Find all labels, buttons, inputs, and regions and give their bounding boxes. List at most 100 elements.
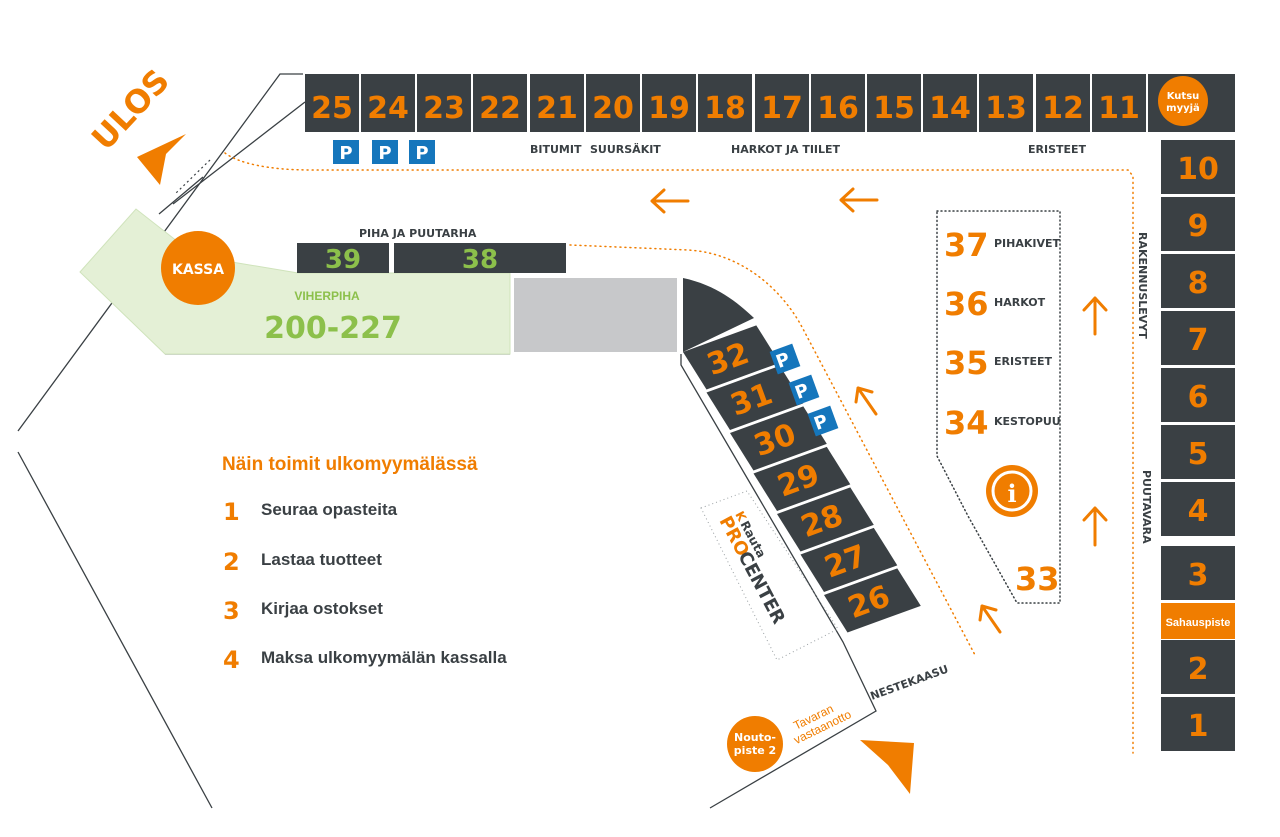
bay-17	[755, 74, 809, 132]
bay-4	[1161, 482, 1235, 536]
tavaran-vastaanotto: Tavaran vastaanotto	[791, 701, 854, 747]
bay-number: 5	[1188, 437, 1209, 472]
bay-23	[417, 74, 471, 132]
bay-number: 21	[536, 91, 578, 126]
arrow-up-diagonal	[854, 386, 878, 416]
bay-25	[305, 74, 359, 132]
bay-number: 17	[761, 91, 803, 126]
step-text: Lastaa tuotteet	[261, 550, 382, 569]
bay-36: 36	[944, 285, 989, 323]
bay-number: 1	[1188, 709, 1209, 744]
bay-number: 22	[479, 91, 521, 126]
label-nestekaasu: NESTEKAASU	[869, 663, 951, 703]
arrow-up	[1082, 296, 1108, 336]
step-text: Kirjaa ostokset	[261, 599, 383, 618]
bay-30	[730, 406, 827, 471]
bay-27	[800, 527, 898, 592]
bay-number: 8	[1188, 266, 1209, 301]
bay-number: 11	[1098, 91, 1140, 126]
bay-39: 39	[325, 245, 361, 275]
bay-29	[753, 446, 851, 511]
bay-35: 35	[944, 344, 989, 382]
kassa-point: KASSA	[161, 231, 235, 305]
step-number: 1	[223, 498, 240, 526]
label-suursakit: SUURSÄKIT	[590, 142, 661, 156]
entrance-arrow	[860, 740, 914, 794]
viherpiha-range: 200-227	[264, 311, 402, 346]
noutopiste-2: Nouto- piste 2	[727, 716, 783, 772]
bay-number: 19	[648, 91, 690, 126]
walking-path	[224, 152, 1134, 754]
step-text: Seuraa opasteita	[261, 500, 398, 519]
label-rakennuslevyt: RAKENNUSLEVYT	[1136, 232, 1149, 339]
bay-number: 20	[592, 91, 634, 126]
bay-number: 3	[1188, 558, 1209, 593]
info-icon: i	[986, 465, 1038, 517]
bay-22	[473, 74, 527, 132]
label-eristeet: ERISTEET	[1028, 143, 1087, 156]
bay-32	[683, 325, 780, 390]
label-piha-puutarha: PIHA JA PUUTARHA	[359, 227, 477, 240]
bay-2	[1161, 640, 1235, 694]
bay-26	[824, 568, 921, 633]
bay-number: 13	[985, 91, 1027, 126]
bay-number: 24	[367, 91, 409, 126]
bay-28	[777, 487, 874, 552]
bay-number: 16	[817, 91, 859, 126]
bay-33: 33	[1015, 560, 1060, 598]
bay-number: 2	[1188, 652, 1209, 687]
label-bitumit: BITUMIT	[530, 143, 582, 156]
parking-diagonal: P P P	[769, 343, 839, 437]
bay-13	[979, 74, 1033, 132]
bay-number: 10	[1177, 152, 1219, 187]
arrow-left	[839, 187, 879, 213]
noutopiste-line2: piste 2	[734, 744, 776, 757]
bay-34-label: KESTOPUU	[994, 415, 1061, 428]
sahauspiste: Sahauspiste	[1161, 603, 1235, 639]
inner-bays: 37 PIHAKIVET 36 HARKOT 35 ERISTEET 34 KESTOPUU	[944, 226, 1061, 442]
parking-sign: P	[415, 143, 428, 164]
bay-7	[1161, 311, 1235, 365]
bay-1	[1161, 697, 1235, 751]
info-symbol: i	[1007, 479, 1016, 508]
bay-20	[586, 74, 640, 132]
arrow-up-diagonal	[978, 604, 1002, 634]
bay-21	[530, 74, 584, 132]
step-number: 3	[223, 597, 240, 625]
bay-number: 25	[311, 91, 353, 126]
bay-5	[1161, 425, 1235, 479]
bay-37: 37	[944, 226, 989, 264]
label-puutavara: PUUTAVARA	[1140, 470, 1153, 544]
ulos-label: ULOS	[84, 62, 177, 158]
step-number: 4	[223, 646, 240, 674]
bay-38: 38	[462, 245, 498, 275]
bay-9	[1161, 197, 1235, 251]
bay-35-label: ERISTEET	[994, 355, 1053, 368]
parking-sign: P	[339, 143, 352, 164]
bay-36-label: HARKOT	[994, 296, 1046, 309]
arrow-left	[650, 188, 690, 214]
garden-bays: 39 38	[297, 243, 566, 275]
arrow-up	[1082, 506, 1108, 547]
bay-19	[642, 74, 696, 132]
bay-34: 34	[944, 404, 989, 442]
bay-37-label: PIHAKIVET	[994, 237, 1061, 250]
bay-6	[1161, 368, 1235, 422]
bay-number: 12	[1042, 91, 1084, 126]
bay-number: 7	[1188, 323, 1209, 358]
step-number: 2	[223, 548, 240, 576]
viherpiha-label: VIHERPIHA	[294, 289, 360, 303]
bay-12	[1036, 74, 1090, 132]
kassa-label: KASSA	[172, 262, 224, 278]
bay-number: 18	[704, 91, 746, 126]
grey-area	[514, 278, 677, 352]
bay-24	[361, 74, 415, 132]
exit-sign: ULOS	[84, 62, 186, 185]
noutopiste-line1: Nouto-	[734, 731, 776, 744]
bay-number: 15	[873, 91, 915, 126]
label-harkot-tiilet: HARKOT JA TIILET	[731, 143, 841, 156]
step-text: Maksa ulkomyymälän kassalla	[261, 648, 507, 667]
